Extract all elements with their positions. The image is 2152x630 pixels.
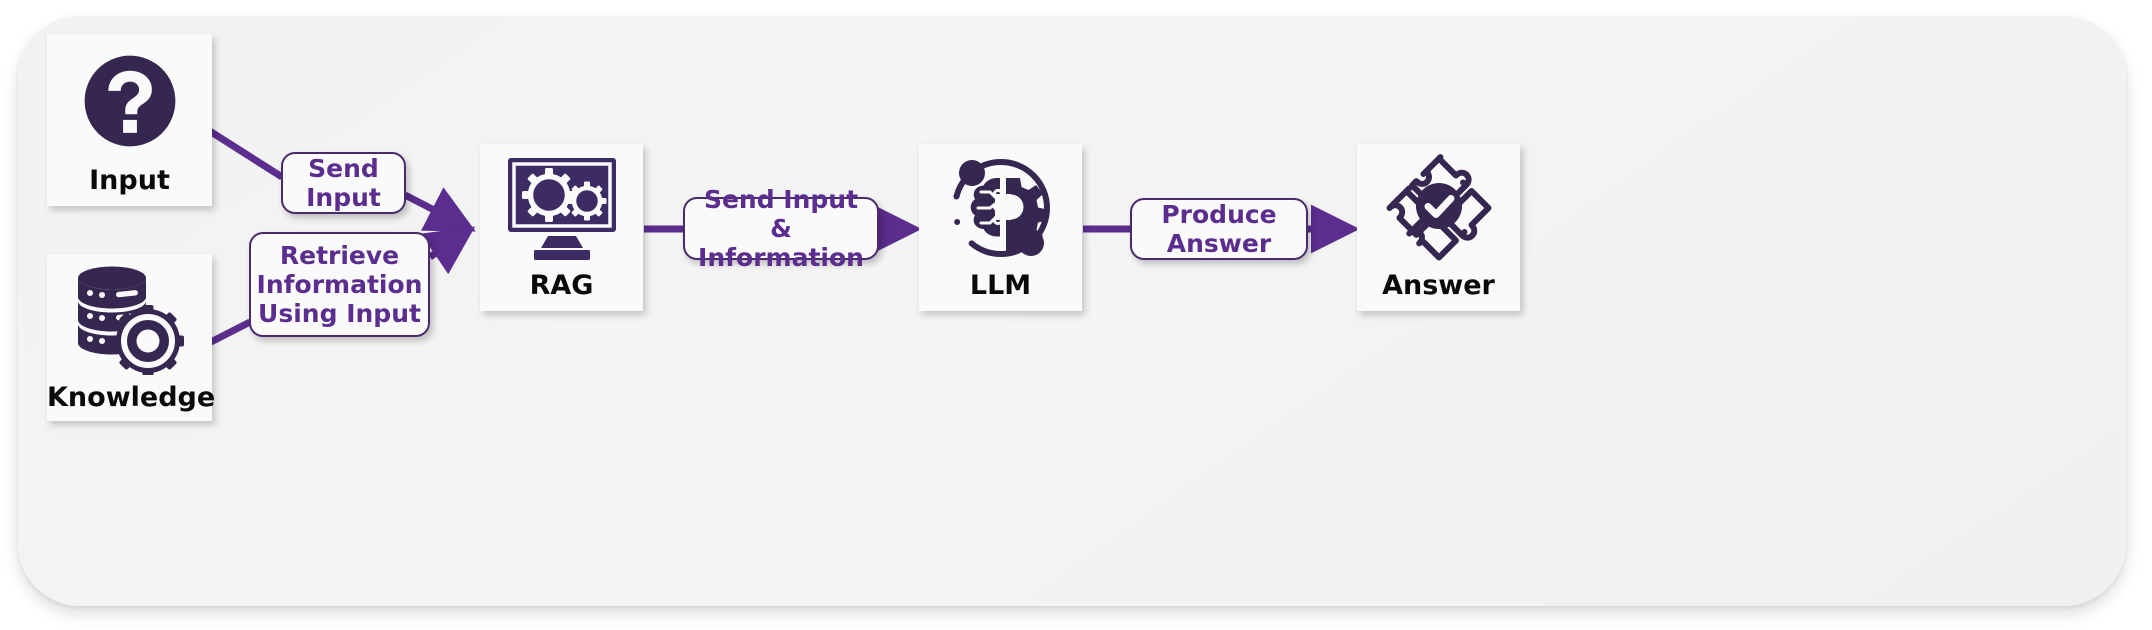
node-rag-label: RAG: [529, 270, 594, 301]
node-input-label: Input: [89, 165, 170, 196]
node-knowledge[interactable]: Knowledge: [47, 254, 216, 421]
node-answer-label: Answer: [1382, 270, 1495, 301]
edge-label-send-input-and-information[interactable]: Send Input & Information: [683, 185, 879, 272]
node-llm-label: LLM: [969, 270, 1032, 301]
edge-label-retrieve-information[interactable]: Retrieve Information Using Input: [249, 232, 430, 337]
node-knowledge-label: Knowledge: [47, 382, 216, 413]
edge-label-send-input[interactable]: Send Input: [281, 152, 406, 214]
brain-gear-circuit-icon: [919, 144, 1082, 272]
node-llm[interactable]: LLM: [919, 144, 1082, 311]
node-rag[interactable]: RAG: [480, 144, 643, 311]
database-gears-icon: [47, 254, 212, 384]
monitor-gears-icon: [480, 144, 643, 272]
puzzle-check-icon: [1357, 144, 1520, 272]
node-answer[interactable]: Answer: [1357, 144, 1520, 311]
question-mark-circle-icon: [47, 34, 212, 167]
edge-label-produce-answer[interactable]: Produce Answer: [1130, 198, 1308, 260]
node-input[interactable]: Input: [47, 34, 212, 206]
